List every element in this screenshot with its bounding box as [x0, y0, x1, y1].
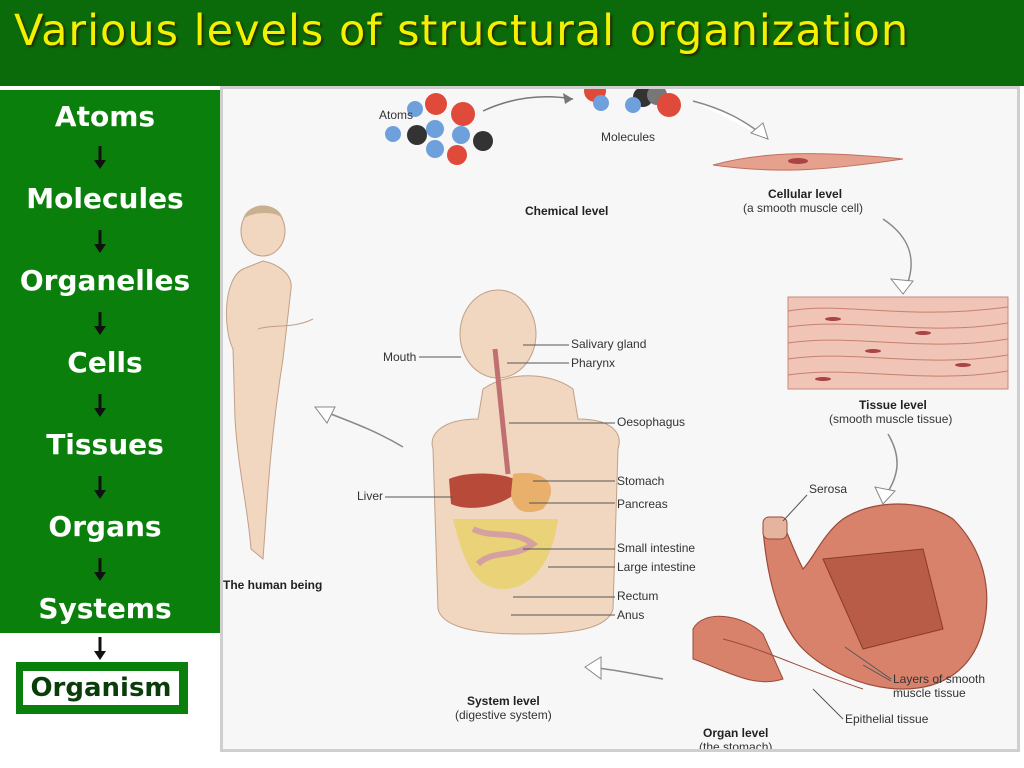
down-arrow-icon — [94, 558, 106, 581]
organism-box: Organism — [16, 662, 188, 714]
system-level-label: System level — [467, 694, 540, 708]
epithelial-label: Epithelial tissue — [845, 712, 929, 726]
cellular-level-sub: (a smooth muscle cell) — [743, 201, 863, 215]
layers-label-1: Layers of smooth — [893, 672, 985, 686]
down-arrow-icon — [94, 394, 106, 417]
system-level-sub: (digestive system) — [455, 708, 552, 722]
salivary-label: Salivary gland — [571, 337, 646, 351]
layers-label-2: muscle tissue — [893, 686, 966, 700]
small-intestine-label: Small intestine — [617, 541, 695, 555]
atoms-illustration — [385, 93, 493, 165]
organ-level-label: Organ level — [703, 726, 768, 740]
down-arrow-icon — [94, 476, 106, 499]
title-bar: Various levels of structural organizatio… — [0, 0, 1024, 86]
muscle-tissue — [787, 296, 1009, 390]
stomach-illustration — [692, 503, 988, 690]
stomach-label: Stomach — [617, 474, 664, 488]
molecules-label: Molecules — [601, 130, 655, 144]
down-arrow-icon — [94, 637, 106, 660]
cellular-level-label: Cellular level — [768, 187, 842, 201]
level-cells: Cells — [67, 346, 143, 379]
large-intestine-label: Large intestine — [617, 560, 696, 574]
level-tissues: Tissues — [46, 428, 164, 461]
human-being-label: The human being — [223, 578, 322, 592]
muscle-cell — [712, 153, 904, 171]
down-arrow-icon — [94, 312, 106, 335]
level-systems: Systems — [38, 592, 172, 625]
human-being-illustration — [225, 205, 314, 561]
digestive-system-illustration — [431, 289, 620, 635]
tissue-level-sub: (smooth muscle tissue) — [829, 412, 952, 426]
chemical-level-label: Chemical level — [525, 204, 608, 218]
slide-title: Various levels of structural organizatio… — [14, 6, 910, 56]
organ-level-sub: (the stomach) — [699, 740, 772, 749]
oesophagus-label: Oesophagus — [617, 415, 685, 429]
pancreas-label: Pancreas — [617, 497, 668, 511]
level-organism: Organism — [30, 673, 172, 703]
rectum-label: Rectum — [617, 589, 658, 603]
molecules-illustration — [584, 80, 681, 117]
down-arrow-icon — [94, 230, 106, 253]
level-molecules: Molecules — [26, 182, 184, 215]
mouth-label: Mouth — [383, 350, 416, 364]
organization-diagram: Atoms Molecules Chemical level Cellular … — [223, 80, 1009, 754]
tissue-level-label: Tissue level — [859, 398, 927, 412]
levels-sidebar: Atoms Molecules Organelles Cells Tissues… — [0, 90, 220, 633]
atoms-label: Atoms — [379, 108, 413, 122]
liver-label: Liver — [357, 489, 383, 503]
anus-label: Anus — [617, 608, 644, 622]
level-atoms: Atoms — [54, 100, 156, 133]
serosa-label: Serosa — [809, 482, 847, 496]
pharynx-label: Pharynx — [571, 356, 615, 370]
organization-figure: Atoms Molecules Chemical level Cellular … — [220, 80, 1020, 754]
level-organs: Organs — [48, 510, 162, 543]
down-arrow-icon — [94, 146, 106, 169]
level-organelles: Organelles — [19, 264, 191, 297]
